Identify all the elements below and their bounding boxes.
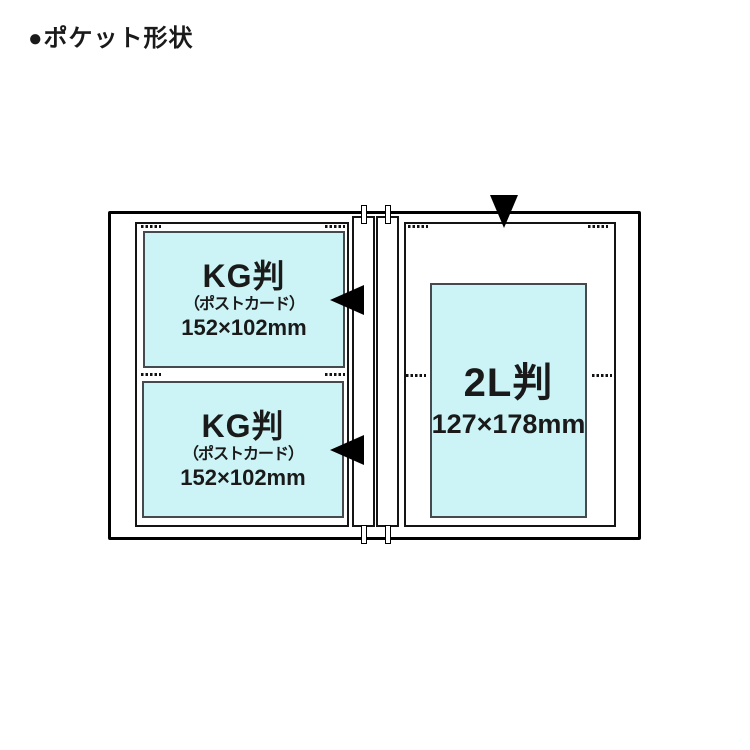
binding-tab-top-right xyxy=(385,205,391,224)
dash-mark xyxy=(141,225,161,228)
pocket-format-label: KG判 xyxy=(201,408,285,445)
dash-mark xyxy=(325,225,345,228)
dash-mark xyxy=(408,225,428,228)
dash-mark xyxy=(141,373,161,376)
pocket-alias-label: （ポストカード） xyxy=(182,445,304,463)
spine-column-right xyxy=(376,216,399,527)
pocket-dimensions-label: 127×178mm xyxy=(431,408,586,439)
dash-mark xyxy=(325,373,345,376)
dash-mark xyxy=(406,374,426,377)
pocket-2l: 2L判 127×178mm xyxy=(430,283,587,518)
spine-column-left xyxy=(352,216,375,527)
pocket-dimensions-label: 152×102mm xyxy=(181,315,307,341)
dash-mark xyxy=(588,225,608,228)
section-title: ●ポケット形状 xyxy=(28,25,194,52)
pocket-kg-bottom: KG判 （ポストカード） 152×102mm xyxy=(142,381,344,518)
binding-tab-top-left xyxy=(361,205,367,224)
binding-tab-bottom-right xyxy=(385,525,391,544)
binding-tab-bottom-left xyxy=(361,525,367,544)
dash-mark xyxy=(592,374,612,377)
pocket-alias-label: （ポストカード） xyxy=(183,295,305,313)
pocket-format-label: KG判 xyxy=(202,258,286,295)
pocket-dimensions-label: 152×102mm xyxy=(180,465,306,491)
pocket-format-label: 2L判 xyxy=(463,361,554,406)
pocket-kg-top: KG判 （ポストカード） 152×102mm xyxy=(143,231,345,368)
